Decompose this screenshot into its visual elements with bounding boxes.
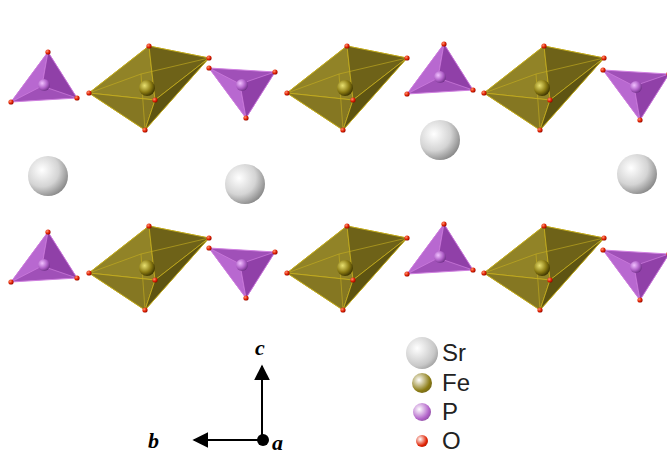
feo6-octahedron [484,46,604,130]
oxygen-atom [600,67,605,72]
oxygen-atom [541,43,546,48]
oxygen-atom [441,221,446,226]
po4-tetrahedron [407,224,473,274]
oxygen-atom [74,275,79,280]
phosphorus-atom [434,71,446,83]
oxygen-atom [45,229,50,234]
oxygen-atom [142,127,147,132]
oxygen-atom [152,97,157,102]
iron-atom [534,80,550,96]
oxygen-atom [470,87,475,92]
oxygen-atom [146,223,151,228]
legend-swatch [413,403,431,421]
oxygen-atom [637,297,642,302]
axes [194,366,269,446]
oxygen-atom [481,90,486,95]
legend-text: Sr [442,341,466,365]
oxygen-atom [547,277,552,282]
oxygen-atom [152,277,157,282]
oxygen-atom [243,295,248,300]
oxygen-atom [272,249,277,254]
phosphorus-atom [434,251,446,263]
oxygen-atom [637,117,642,122]
oxygen-atom [344,223,349,228]
oxygen-atom [340,127,345,132]
oxygen-atom [470,267,475,272]
iron-atom [337,260,353,276]
iron-atom [534,260,550,276]
legend-swatch [416,435,428,447]
axis-label: a [272,432,283,454]
phosphorus-atom [630,261,642,273]
oxygen-atom [340,307,345,312]
oxygen-atom [284,270,289,275]
oxygen-atom [481,270,486,275]
oxygen-atom [404,271,409,276]
oxygen-atom [86,270,91,275]
phosphorus-atom [236,259,248,271]
legend-text: O [442,429,461,453]
feo6-octahedron [287,46,407,130]
oxygen-atom [541,223,546,228]
strontium-atom [28,156,68,196]
oxygen-atom [8,279,13,284]
oxygen-atom [344,43,349,48]
oxygen-atom [146,43,151,48]
po4-tetrahedron [11,52,77,102]
iron-atom [139,80,155,96]
oxygen-atom [8,99,13,104]
phosphorus-atom [38,259,50,271]
oxygen-atom [74,95,79,100]
oxygen-atom [404,55,409,60]
phosphorus-atom [236,79,248,91]
strontium-atom [617,154,657,194]
oxygen-atom [404,91,409,96]
oxygen-atom [666,251,667,256]
legend-swatch [406,337,438,369]
oxygen-atom [206,245,211,250]
oxygen-atom [45,49,50,54]
legend-text: Fe [442,371,470,395]
oxygen-atom [272,69,277,74]
axis-label: c [255,337,265,359]
oxygen-atom [404,235,409,240]
oxygen-atom [243,115,248,120]
phosphorus-atom [630,81,642,93]
feo6-octahedron [287,226,407,310]
oxygen-atom [441,41,446,46]
feo6-octahedron [89,226,209,310]
feo6-octahedron [484,226,604,310]
feo6-octahedron [89,46,209,130]
oxygen-atom [666,71,667,76]
oxygen-atom [350,97,355,102]
iron-atom [139,260,155,276]
oxygen-atom [537,307,542,312]
po4-tetrahedron [209,68,275,118]
oxygen-atom [601,55,606,60]
po4-tetrahedron [209,248,275,298]
strontium-atom [420,120,460,160]
oxygen-atom [284,90,289,95]
oxygen-atom [601,235,606,240]
oxygen-atom [86,90,91,95]
oxygen-atom [350,277,355,282]
po4-tetrahedron [407,44,473,94]
oxygen-atom [206,65,211,70]
phosphorus-atom [38,79,50,91]
iron-atom [337,80,353,96]
po4-tetrahedron [603,70,667,120]
oxygen-atom [206,235,211,240]
oxygen-atom [600,247,605,252]
oxygen-atom [206,55,211,60]
oxygen-atom [547,97,552,102]
legend-swatch [412,373,432,393]
legend-text: P [442,400,458,424]
oxygen-atom [537,127,542,132]
strontium-atom [225,164,265,204]
po4-tetrahedron [11,232,77,282]
po4-tetrahedron [603,250,667,300]
oxygen-atom [142,307,147,312]
axis-label: b [148,430,159,452]
